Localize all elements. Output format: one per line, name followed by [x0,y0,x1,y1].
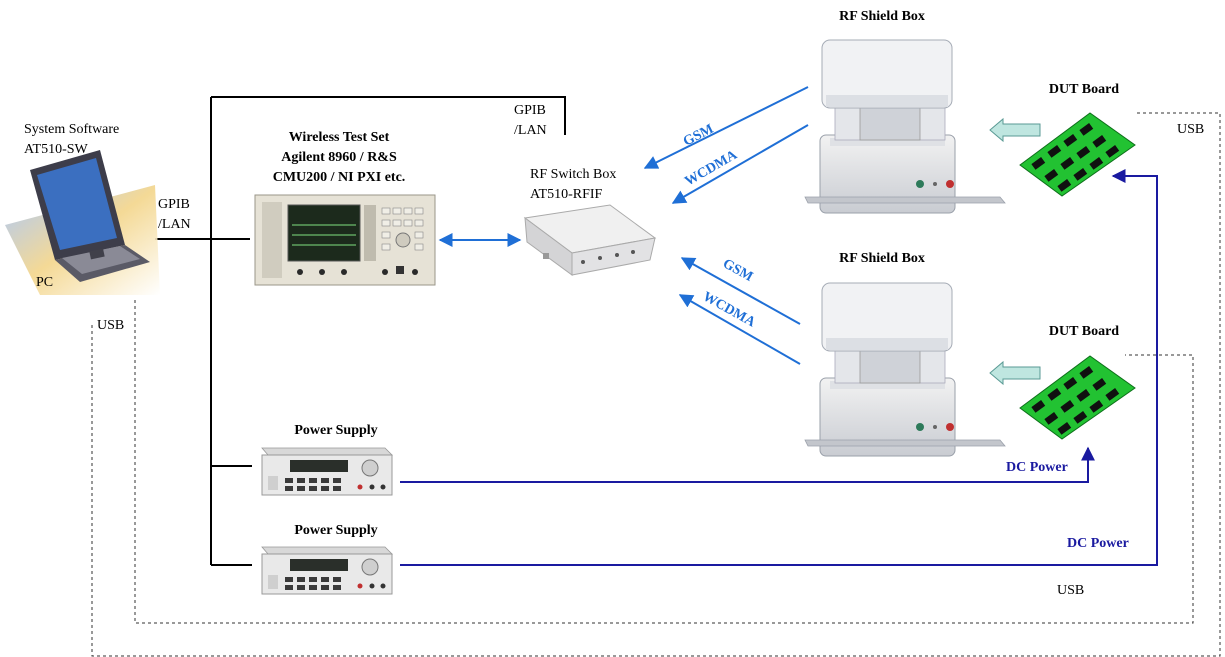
gpib-lan-top-label-1: GPIB [514,103,546,118]
gsm-label-top: GSM [681,122,716,150]
dut-board-icon-top [1019,112,1136,197]
wireless-test-set-icon [254,194,436,286]
gpib-lan-pc-label-1: GPIB [158,197,190,212]
power-supply-icon-1 [261,447,393,496]
dc-power-label-2: DC Power [1067,536,1129,551]
pc-label: PC [36,275,53,290]
feed-arrows [989,117,1041,386]
system-software-model-label: AT510-SW [24,142,89,157]
laptop-icon [5,150,160,295]
feed-arrow-bottom [989,360,1041,386]
usb-line-inner [134,300,1194,624]
gsm-arrow-top [643,86,809,169]
dc-power-line-2 [400,169,1158,566]
dut-board-label-bottom: DUT Board [1049,324,1119,339]
usb-line-outer [91,112,1221,657]
wireless-test-set-label-1: Wireless Test Set [289,130,390,145]
rf-shield-box-icon-bottom [804,282,1006,457]
usb-pc-label: USB [97,318,124,333]
power-supply-label-2: Power Supply [294,523,377,538]
system-software-label: System Software [24,122,119,137]
gpib-lan-pc-label-2: /LAN [158,217,191,232]
dut-board-label-top: DUT Board [1049,82,1119,97]
dc-power-label-1: DC Power [1006,460,1068,475]
dc-power-line-1 [400,446,1095,483]
gsm-label-bottom: GSM [720,256,755,285]
usb-bottom-label: USB [1057,583,1084,598]
gpib-lan-top-label-2: /LAN [514,123,547,138]
power-supply-icon-2 [261,546,393,595]
rf-arrows [438,86,809,365]
bus-top-to-switch-line [211,96,566,135]
gsm-arrow-bottom [680,257,801,325]
wcdma-arrow-top [671,124,809,204]
rf-switch-box-icon [523,204,657,276]
rf-switch-box-label-1: RF Switch Box [530,167,616,182]
rf-shield-box-label-bottom: RF Shield Box [839,251,925,266]
wcdma-arrow-bottom [678,294,801,365]
feed-arrow-top [989,117,1041,143]
usb-lines [91,112,1221,657]
rf-shield-box-label-top: RF Shield Box [839,9,925,24]
control-bus-lines [155,96,566,566]
wireless-test-set-label-2: Agilent 8960 / R&S [281,150,397,165]
dc-power-lines [400,169,1158,566]
rf-switch-box-label-2: AT510-RFIF [530,187,603,202]
rf-shield-box-icon-top [804,39,1006,214]
wireless-test-set-label-3: CMU200 / NI PXI etc. [273,170,406,185]
power-supply-label-1: Power Supply [294,423,377,438]
dut-board-icon-bottom [1019,355,1136,440]
usb-right-label: USB [1177,122,1204,137]
